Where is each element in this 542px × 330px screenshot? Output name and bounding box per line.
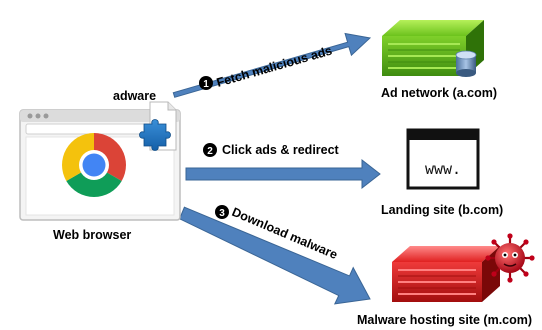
red-server-icon — [392, 246, 500, 302]
svg-text:www.: www. — [425, 160, 461, 178]
malware-host-label: Malware hosting site (m.com) — [357, 313, 533, 327]
web-page-icon: www. — [406, 128, 480, 190]
arrow-download-malware — [178, 206, 371, 305]
adware-label: adware — [113, 89, 157, 103]
svg-text:2: 2 — [207, 146, 213, 157]
green-server-icon — [382, 20, 484, 77]
ad-network-label: Ad network (a.com) — [381, 86, 497, 100]
step-badge-3: 3 — [215, 205, 229, 219]
chrome-logo-icon — [62, 133, 126, 197]
svg-text:3: 3 — [219, 208, 225, 219]
svg-text:1: 1 — [203, 79, 209, 90]
virus-icon — [485, 233, 535, 283]
step-label-2: Click ads & redirect — [222, 143, 340, 157]
step-badge-1: 1 — [199, 76, 213, 90]
step-badge-2: 2 — [203, 143, 217, 157]
web-browser-label: Web browser — [53, 228, 132, 242]
landing-site-label: Landing site (b.com) — [381, 203, 504, 217]
step-label-1: Fetch malicious ads — [215, 43, 334, 89]
puzzle-extension-icon — [139, 101, 177, 151]
arrow-click-redirect — [185, 158, 381, 190]
